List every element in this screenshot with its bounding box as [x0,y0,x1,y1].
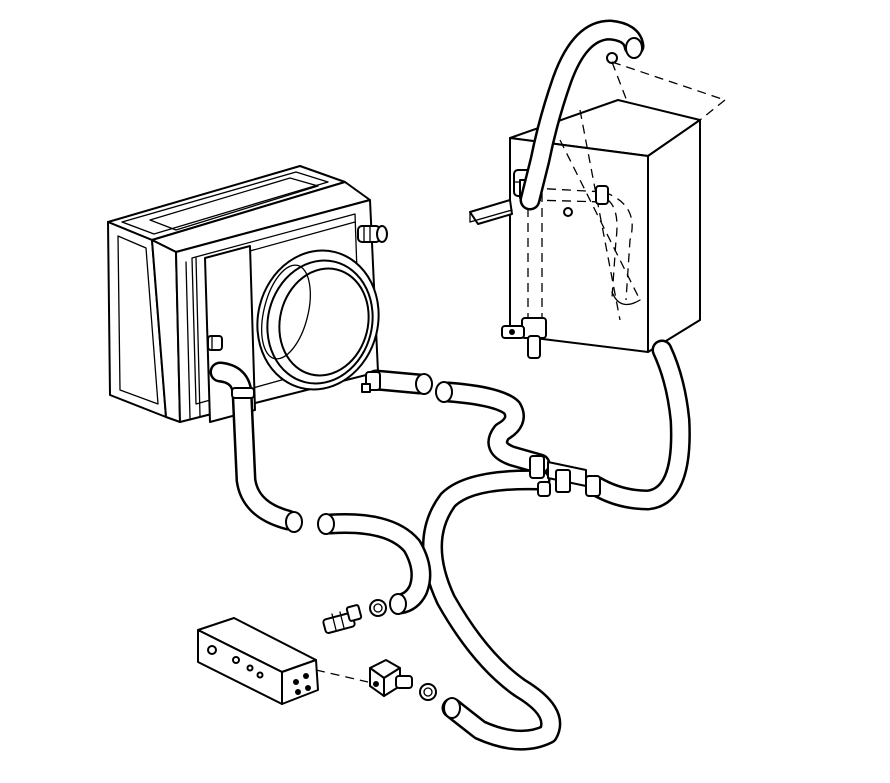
clamp-inner [563,185,609,217]
nipple-top-right [357,225,388,243]
connector-fitting [322,604,363,634]
clamp-heater-outlet [361,371,381,393]
hose-network [209,19,691,751]
clamp-bottom-hose [419,683,437,701]
clamp-middle-hose [369,599,387,617]
nipple-left [207,335,223,351]
clamp-tee-left [529,455,551,497]
water-valve-box [469,61,726,359]
tee-fitting [547,461,587,493]
elbow-fitting [369,659,413,697]
hose-clamps [231,371,601,701]
mounting-block [197,617,369,705]
clamp-tee-right [585,475,601,497]
valve-lower [501,317,547,359]
clamp-heater-left [231,387,255,399]
hose-ends [285,37,643,719]
